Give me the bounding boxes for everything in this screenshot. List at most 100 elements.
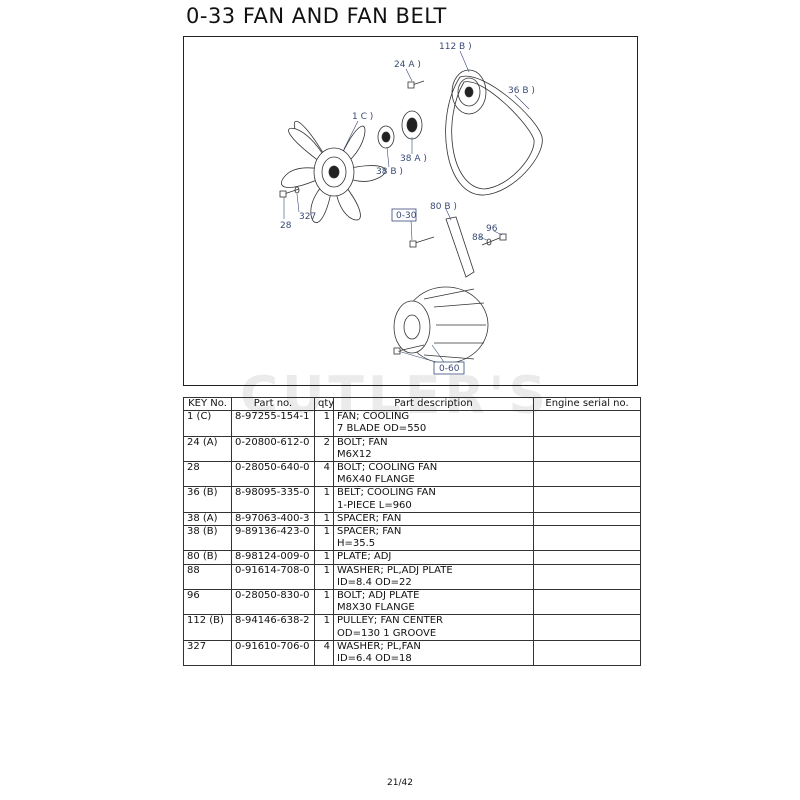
diagram-drawing: 112 B ) 24 A ) 36 B ) 1 C ) 38 A ) 38 B … [279,42,543,375]
callout-0-30: 0-30 [396,211,417,221]
callout-28: 28 [280,221,292,231]
callout-1c: 1 C ) [352,112,373,122]
description-line-2: M8X30 FLANGE [337,602,415,614]
description-line-2: OD=130 1 GROOVE [337,627,437,639]
adjust-plate [445,216,475,278]
description-line: BOLT; FAN [337,436,388,448]
description-line: FAN; COOLING [337,411,410,423]
part-number-cell: 0-91614-708-0 [231,563,315,591]
part-number-cell: 8-98124-009-0 [231,550,315,565]
qty-cell: 1 [314,550,334,565]
description-line: BOLT; COOLING FAN [337,462,438,474]
description-cell: PLATE; ADJ [333,550,534,565]
part-number-cell: 8-97063-400-3 [231,511,315,527]
engine-serial-cell [533,410,641,437]
key-cell: 327 [183,639,232,667]
description-line-2: ID=8.4 OD=22 [337,576,412,588]
qty-cell: 4 [314,461,334,488]
engine-serial-cell [533,614,641,641]
exploded-parts-diagram: 112 B ) 24 A ) 36 B ) 1 C ) 38 A ) 38 B … [183,36,638,386]
description-line: BOLT; ADJ PLATE [337,590,420,602]
description-line: PULLEY; FAN CENTER [337,615,443,627]
description-line: SPACER; FAN [337,526,402,538]
col-header-qty: qty [314,396,334,412]
engine-serial-cell [533,461,641,488]
qty-cell: 1 [314,589,334,616]
key-cell: 96 [183,589,232,616]
engine-serial-cell [533,525,641,552]
callout-0-60: 0-60 [439,364,460,374]
callout-112b: 112 B ) [439,42,472,52]
callout-38b: 38 B ) [376,167,403,177]
col-header-key: KEY No. [183,396,232,412]
key-cell: 38 (B) [183,525,232,552]
description-line-2: ID=6.4 OD=18 [337,653,412,665]
qty-cell: 1 [314,486,334,513]
qty-cell: 1 [314,614,334,641]
part-number-cell: 8-98095-335-0 [231,486,315,513]
description-line: SPACER; FAN [337,512,402,524]
description-line: PLATE; ADJ [337,551,392,563]
description-line-2: M6X12 [337,448,372,460]
col-header-description: Part description [333,396,534,412]
description-line: WASHER; PL,ADJ PLATE [337,564,453,576]
callout-88: 88 [472,233,484,243]
engine-serial-cell [533,486,641,513]
engine-serial-cell [533,511,641,527]
engine-serial-cell [533,563,641,591]
qty-cell: 1 [314,525,334,552]
callout-80b: 80 B ) [430,202,457,212]
description-line-2: M6X40 FLANGE [337,474,415,486]
key-cell: 38 (A) [183,511,232,527]
part-number-cell: 8-94146-638-2 [231,614,315,641]
description-cell: SPACER; FAN [333,511,534,527]
part-number-cell: 0-28050-830-0 [231,589,315,616]
description-line: WASHER; PL,FAN [337,640,421,652]
part-number-cell: 0-28050-640-0 [231,461,315,488]
fan-belt [445,75,543,196]
col-header-serial: Engine serial no. [533,396,641,412]
key-cell: 80 (B) [183,550,232,565]
key-cell: 1 (C) [183,410,232,437]
qty-cell: 2 [314,435,334,463]
page-title: 0-33 FAN AND FAN BELT [186,4,447,28]
callout-327: 327 [299,212,316,222]
description-line-2: 7 BLADE OD=550 [337,423,427,435]
description-line-2: H=35.5 [337,538,376,550]
key-cell: 28 [183,461,232,488]
key-cell: 112 (B) [183,614,232,641]
table-header-row: KEY No. Part no. qty Part description En… [183,396,641,412]
qty-cell: 4 [314,639,334,667]
part-number-cell: 0-20800-612-0 [231,435,315,463]
alternator [393,286,489,364]
part-number-cell: 9-89136-423-0 [231,525,315,552]
engine-serial-cell [533,589,641,616]
parts-table: KEY No. Part no. qty Part description En… [183,396,641,667]
part-number-cell: 8-97255-154-1 [231,410,315,437]
engine-serial-cell [533,639,641,667]
callout-38a: 38 A ) [400,154,427,164]
engine-serial-cell [533,550,641,565]
qty-cell: 1 [314,511,334,527]
col-header-part: Part no. [231,396,315,412]
qty-cell: 1 [314,563,334,591]
